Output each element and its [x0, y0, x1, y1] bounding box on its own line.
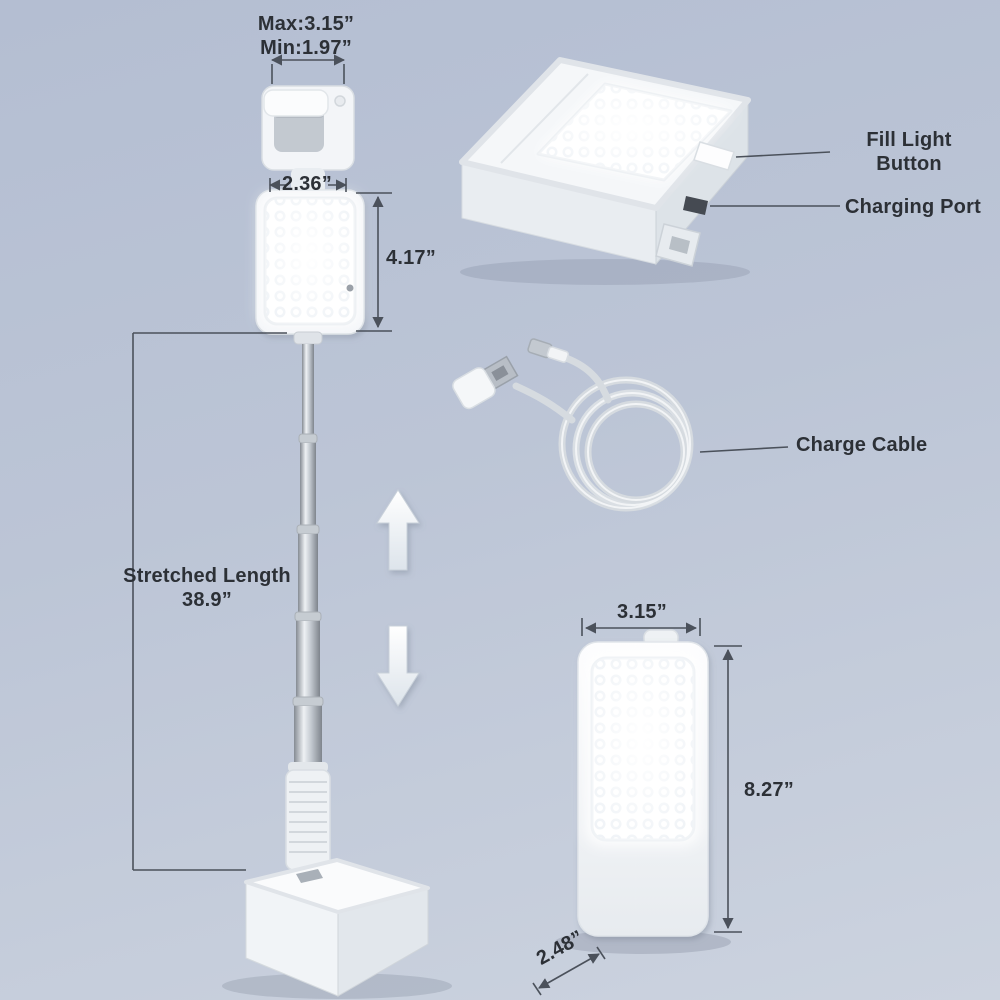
stretched-length-label: Stretched Length 38.9” [122, 564, 292, 612]
fill-light-text-line2: Button [876, 153, 942, 175]
phone-clamp [261, 85, 355, 194]
device-led-hotspot [592, 658, 694, 840]
clamp-size-label: Max:3.15” Min:1.97” [226, 12, 386, 60]
panel-button-dot [346, 284, 354, 292]
charging-port [683, 196, 708, 215]
standing-device [577, 629, 709, 937]
device-depth-arrow [538, 953, 600, 989]
clamp-neck [291, 168, 325, 194]
charge-cable-label: Charge Cable [796, 434, 928, 456]
extend-arrows [376, 489, 420, 707]
clamp-min-text: Min:1.97” [260, 37, 352, 59]
arrow-up-icon [376, 489, 420, 571]
stretched-length-value: 38.9” [182, 589, 232, 611]
micro-usb-connector [527, 338, 570, 363]
cable-tail [562, 354, 612, 404]
arrow-down-icon [376, 625, 420, 707]
usb-a-connector [452, 355, 519, 410]
pole-grip [285, 762, 331, 871]
light-height-label: 4.17” [386, 247, 436, 269]
folded-device-seam [500, 73, 589, 164]
light-width-label: 2.36” [282, 173, 332, 195]
stand-base [244, 858, 430, 997]
folded-device [459, 57, 751, 267]
kickstand-slot [669, 236, 690, 254]
dimension-lines [132, 54, 840, 996]
pole-collar [293, 331, 323, 345]
base-latch [296, 869, 323, 883]
folded-led-hotspot [538, 84, 731, 180]
stretched-length-text: Stretched Length [123, 565, 291, 587]
telescoping-pole [292, 331, 324, 768]
fill-light-button [693, 141, 735, 171]
fill-light-text-line1: Fill Light [866, 129, 952, 151]
charge-cable-leader [699, 446, 789, 453]
charging-port-label: Charging Port [845, 196, 981, 218]
light-stand [244, 85, 430, 997]
clamp-max-text: Max:3.15” [257, 13, 355, 35]
charge-cable [452, 338, 694, 512]
cable-tail [512, 382, 576, 424]
clamp-knob [334, 95, 346, 107]
device-width-label: 3.15” [617, 601, 667, 623]
folded-device-shadow [460, 259, 750, 285]
fill-light-button-label: Fill Light Button [834, 128, 984, 176]
fill-light-leader [735, 151, 831, 158]
device-height-label: 8.27” [744, 779, 794, 801]
stand-led-light [255, 189, 365, 335]
base-top-face [244, 858, 430, 914]
